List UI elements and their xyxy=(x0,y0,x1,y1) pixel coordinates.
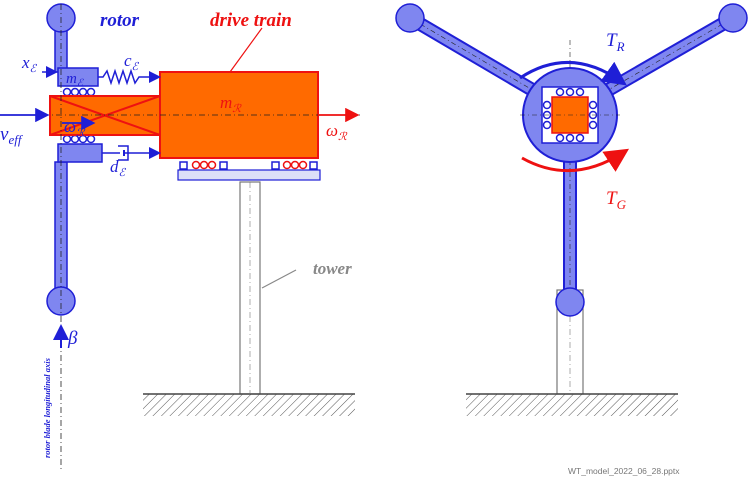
tower-leader xyxy=(261,269,297,289)
drive-train-bearings xyxy=(179,160,318,170)
c-e-label: cℰ xyxy=(124,51,140,73)
drive-train-label: drive train xyxy=(210,10,292,31)
x-e-label: xℰ xyxy=(21,53,38,75)
rotor-shaft xyxy=(49,95,161,136)
beta-label: β xyxy=(67,328,78,349)
omega-left-label: ωℛ xyxy=(64,117,86,139)
t-g-label: TG xyxy=(606,188,627,212)
side-tower xyxy=(143,181,355,416)
v-eff-label: veff xyxy=(0,124,24,147)
nacelle-base xyxy=(177,169,321,181)
damper-icon xyxy=(102,145,161,161)
rotor-label: rotor xyxy=(100,10,140,31)
spring-icon xyxy=(98,68,150,86)
m-r-label: mℛ xyxy=(220,93,242,115)
footer-filename: WT_model_2022_06_28.pptx xyxy=(568,466,680,476)
rotor-mass-lower xyxy=(57,143,103,163)
m-e-label: mℰ xyxy=(66,71,84,89)
omega-right-label: ωℛ xyxy=(326,121,348,143)
d-e-label: dℰ xyxy=(110,157,127,179)
generator-torque-arrow xyxy=(521,148,630,173)
rotor-torque-arrow xyxy=(519,60,627,86)
tower-label: tower xyxy=(313,259,352,278)
t-r-label: TR xyxy=(606,30,625,54)
front-hub xyxy=(520,67,620,163)
blade-axis-label: rotor blade longitudinal axis xyxy=(42,357,52,458)
drive-train-leader xyxy=(229,27,263,73)
